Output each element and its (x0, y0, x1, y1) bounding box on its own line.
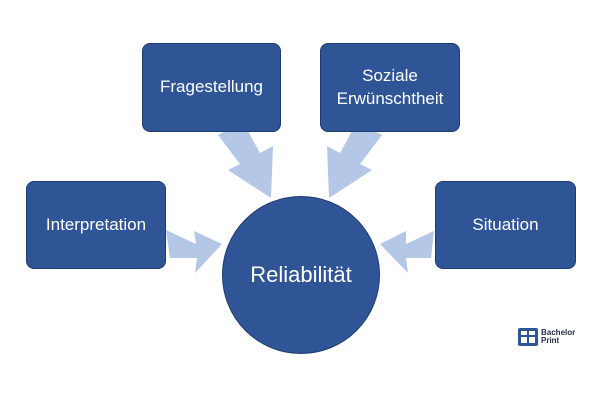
logo-text: Bachelor Print (541, 329, 575, 345)
box-situation: Situation (435, 181, 576, 269)
box-fragestellung: Fragestellung (142, 43, 281, 132)
center-label: Reliabilität (250, 262, 352, 287)
box-soziale-erwuenschtheit: Soziale Erwünschtheit (320, 43, 460, 132)
bachelorprint-logo: Bachelor Print (517, 325, 575, 349)
box-interpretation-label: Interpretation (45, 214, 147, 234)
box-soziale-erwuenschtheit-label: Soziale Erwünschtheit (336, 65, 444, 108)
logo-line1: Bachelor (541, 328, 576, 337)
box-fragestellung-label: Fragestellung (159, 77, 263, 97)
arrow-soziale-erwuenschtheit (327, 122, 382, 198)
logo-line2: Print (541, 336, 560, 345)
center-circle: Reliabilität (222, 196, 380, 354)
box-situation-label: Situation (472, 214, 539, 234)
box-interpretation: Interpretation (26, 181, 166, 269)
arrow-situation (380, 231, 434, 273)
arrow-fragestellung (218, 122, 273, 198)
book-logo-icon (518, 328, 538, 346)
arrow-interpretation (166, 230, 222, 273)
